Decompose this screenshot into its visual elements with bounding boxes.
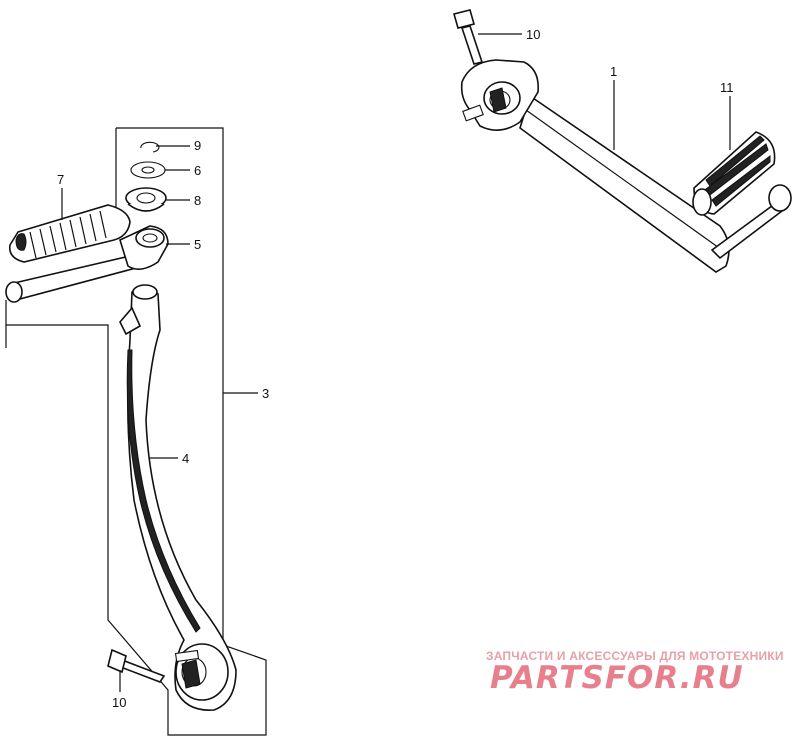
kick-lever-1	[460, 59, 730, 273]
callout-10-top: 10	[526, 27, 540, 42]
rubber-grip-7	[8, 204, 131, 263]
callout-10-bottom: 10	[112, 695, 126, 710]
callout-11: 11	[720, 80, 734, 95]
callout-8: 8	[194, 193, 201, 208]
callout-4: 4	[182, 451, 189, 466]
watermark-brand: PARTSFOR.RU	[490, 660, 744, 696]
callout-9: 9	[194, 138, 201, 153]
callout-6: 6	[194, 163, 201, 178]
bolt-10-top	[453, 9, 484, 65]
bolt-10-bottom	[107, 648, 166, 683]
callout-1: 1	[610, 64, 617, 79]
callout-5: 5	[194, 237, 201, 252]
pedal-pin-5	[5, 225, 169, 303]
assembly-3-bracket	[5, 127, 267, 736]
watermark-tagline: ЗАПЧАСТИ И АКСЕССУАРЫ ДЛЯ МОТОТЕХНИКИ	[486, 649, 784, 663]
callout-7: 7	[57, 172, 64, 187]
circlip-9	[140, 141, 160, 153]
kick-arm-4	[119, 284, 237, 711]
callout-3: 3	[262, 386, 269, 401]
rubber-grip-11	[692, 131, 792, 260]
